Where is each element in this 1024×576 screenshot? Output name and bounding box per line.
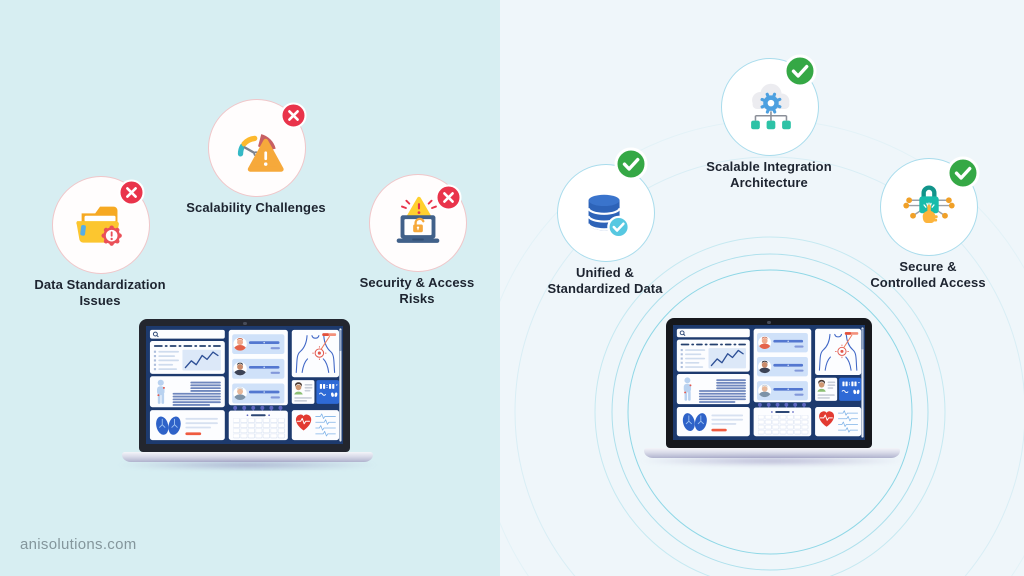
challenge-label: Scalability Challenges — [146, 200, 366, 216]
label-line: Architecture — [730, 174, 808, 190]
solution-label: Unified & Standardized Data — [495, 265, 715, 296]
solution-label: Secure & Controlled Access — [818, 259, 1024, 290]
laptop-shadow — [115, 460, 380, 470]
laptop-solutions — [637, 318, 907, 466]
solution-scalable-architecture: Scalable Integration Architecture — [706, 54, 832, 190]
check-badge-icon — [614, 147, 648, 181]
webcam-dot — [242, 321, 247, 325]
laptop-shadow — [637, 456, 907, 466]
gauge-warning-icon — [237, 134, 284, 172]
solution-label: Scalable Integration Architecture — [659, 159, 879, 190]
label-line: Controlled Access — [870, 274, 986, 290]
label-line: Risks — [399, 290, 435, 306]
insecure-laptop-icon — [396, 196, 440, 243]
folder-error-icon — [76, 206, 122, 246]
label-line: Issues — [79, 292, 121, 308]
challenge-label: Security & Access Risks — [307, 275, 527, 306]
challenge-security-risk: Security & Access Risks — [360, 174, 474, 306]
check-badge-icon — [946, 156, 980, 190]
icon-circle — [721, 58, 819, 156]
laptop-screen — [139, 319, 350, 452]
laptop-screen — [666, 318, 872, 448]
x-badge-icon — [435, 184, 462, 211]
solution-controlled-access: Secure & Controlled Access — [870, 156, 986, 290]
cloud-gear-network-icon — [751, 83, 791, 130]
database-check-icon — [587, 194, 630, 239]
label-line: Scalability Challenges — [186, 200, 326, 215]
solution-unified-data: Unified & Standardized Data — [547, 147, 662, 296]
laptop-base — [122, 452, 373, 462]
x-badge-icon — [118, 179, 145, 206]
laptop-challenges — [115, 319, 380, 470]
label-line: Scalable Integration — [706, 159, 832, 174]
label-line: Security & Access — [359, 275, 475, 290]
website-url: anisolutions.com — [20, 536, 137, 553]
access-control-icon — [903, 185, 955, 223]
challenge-data-standardization: Data Standardization Issues — [34, 176, 166, 308]
icon-circle — [557, 164, 655, 262]
challenge-label: Data Standardization Issues — [0, 277, 210, 308]
laptop-base — [644, 448, 900, 458]
x-badge-icon — [280, 102, 307, 129]
check-badge-icon — [783, 54, 817, 88]
icon-circle — [369, 174, 467, 272]
challenges-background — [0, 0, 500, 576]
medical-dashboard — [673, 325, 865, 440]
webcam-dot — [767, 320, 771, 324]
label-line: Data Standardization — [34, 277, 166, 292]
medical-dashboard — [146, 326, 343, 444]
label-line: Standardized Data — [547, 280, 663, 296]
label-line: Secure & — [899, 259, 957, 274]
challenge-scalability: Scalability Challenges — [186, 99, 326, 215]
label-line: Unified & — [576, 265, 634, 280]
